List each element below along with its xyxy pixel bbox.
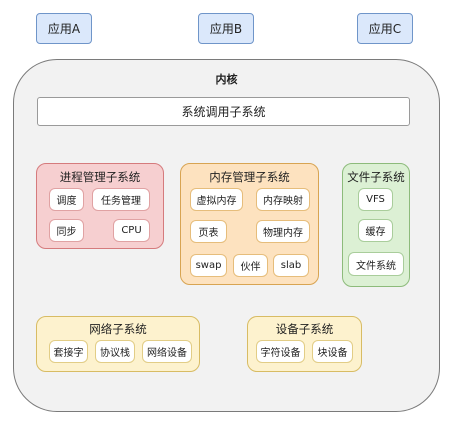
syscall-subsystem-label: 系统调用子系统 — [181, 105, 266, 119]
chip-page-table: 页表 — [190, 220, 227, 243]
app-a-label: 应用A — [47, 22, 81, 36]
app-c-box: 应用C — [357, 13, 413, 44]
process-subsystem-title: 进程管理子系统 — [59, 170, 141, 184]
kernel-title: 内核 — [215, 73, 238, 86]
app-c-label: 应用C — [368, 22, 402, 36]
file-subsystem-title: 文件子系统 — [347, 170, 405, 184]
chip-cpu: CPU — [113, 219, 150, 242]
chip-char-device: 字符设备 — [256, 340, 305, 363]
chip-memory-mapping: 内存映射 — [256, 188, 310, 211]
network-subsystem-title: 网络子系统 — [89, 322, 147, 336]
device-subsystem-title: 设备子系统 — [275, 322, 334, 336]
app-b-box: 应用B — [198, 13, 254, 44]
chip-swap: swap — [190, 254, 227, 277]
chip-scheduling: 调度 — [49, 188, 84, 211]
chip-virtual-memory: 虚拟内存 — [190, 188, 243, 211]
memory-subsystem-title: 内存管理子系统 — [209, 170, 290, 184]
chip-cache: 缓存 — [358, 219, 393, 242]
chip-filesystem: 文件系统 — [348, 252, 404, 276]
chip-sync: 同步 — [49, 219, 84, 242]
chip-socket: 套接字 — [49, 340, 88, 363]
chip-vfs: VFS — [358, 188, 393, 211]
chip-physical-memory: 物理内存 — [256, 220, 310, 243]
app-b-label: 应用B — [209, 22, 243, 36]
chip-block-device: 块设备 — [312, 340, 353, 363]
chip-buddy: 伙伴 — [233, 254, 268, 277]
syscall-subsystem: 系统调用子系统 — [37, 97, 410, 126]
chip-protocol-stack: 协议栈 — [95, 340, 135, 363]
chip-task-management: 任务管理 — [92, 188, 150, 211]
app-a-box: 应用A — [36, 13, 92, 44]
chip-slab: slab — [273, 254, 309, 277]
chip-network-device: 网络设备 — [142, 340, 192, 363]
